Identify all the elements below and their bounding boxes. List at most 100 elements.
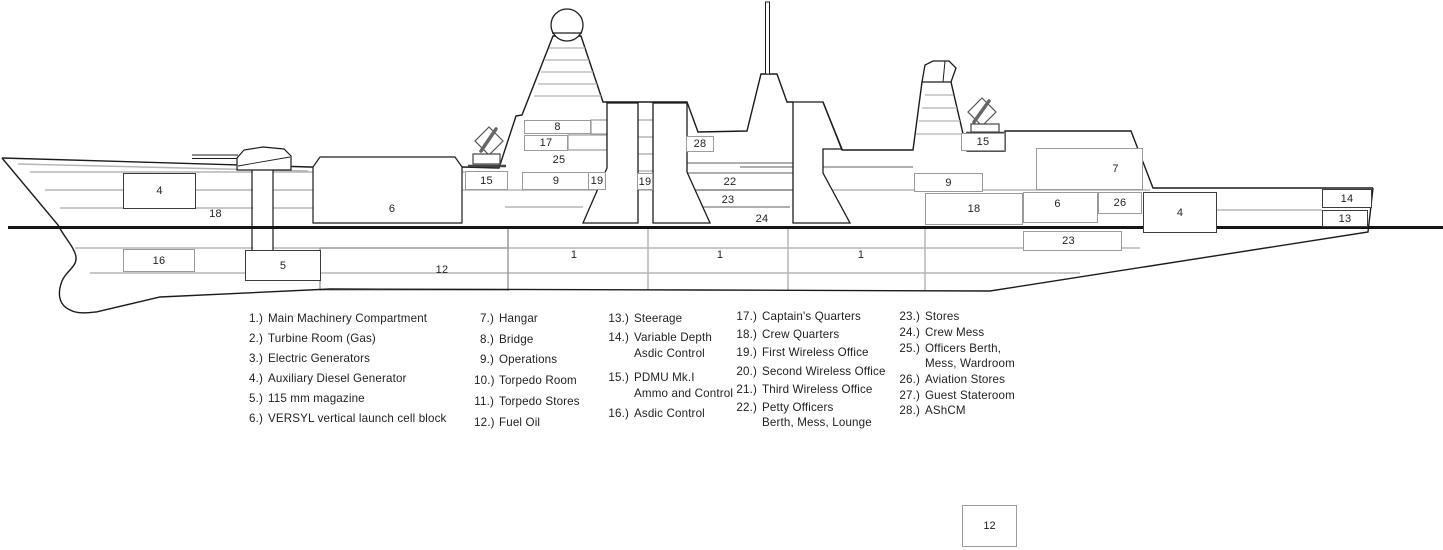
legend-item-number: 26.) — [899, 372, 920, 386]
legend-item-text: First Wireless Office — [762, 346, 869, 360]
legend-item-text: VERSYL vertical launch cell block — [268, 412, 447, 426]
compartment-number: 8 — [554, 121, 561, 133]
compartment-number: 19 — [590, 175, 604, 187]
legend-item-text: Turbine Room (Gas) — [268, 332, 376, 346]
compartment-number: 24 — [755, 213, 769, 225]
legend-item-number: 15.) — [608, 371, 629, 385]
legend-item-text: Variable Depth — [634, 331, 712, 345]
legend-item-text: Crew Quarters — [762, 328, 840, 342]
legend-item: 9.)Operations — [474, 352, 580, 367]
radome — [550, 8, 584, 42]
legend-item: 16.)Asdic Control — [605, 406, 733, 421]
compartment-number: 1 — [716, 249, 724, 261]
compartment-number: 15 — [480, 174, 493, 187]
legend-item-number: 20.) — [736, 364, 757, 378]
compartment-number: 9 — [552, 175, 560, 187]
compartment-box: 1 — [706, 247, 734, 263]
legend-item: 21.)Third Wireless Office — [733, 382, 886, 397]
compartment-box: 14 — [1322, 189, 1372, 208]
compartment-number: 6 — [1054, 197, 1061, 210]
legend-item: 23.)Stores — [898, 309, 1015, 324]
legend-item-number: 25.) — [899, 341, 920, 355]
legend-item-number: 5.) — [249, 392, 263, 406]
compartment-box: 28 — [686, 136, 714, 152]
compartment-number: 25 — [552, 153, 566, 166]
compartment-box: 19 — [637, 173, 653, 190]
legend-item-number: 11.) — [474, 394, 494, 408]
legend-item-number: 9.) — [480, 353, 494, 367]
compartment-box: 18 — [925, 193, 1023, 225]
legend-item-text: PDMU Mk.I — [634, 371, 695, 385]
compartment-number: 13 — [1338, 212, 1352, 225]
legend-item-number: 12.) — [474, 415, 495, 429]
legend-item-text: Captain's Quarters — [762, 310, 861, 323]
compartment-box: 26 — [1098, 192, 1142, 214]
legend-item: 13.)Steerage — [605, 311, 733, 326]
legend-item-text: Fuel Oil — [499, 415, 541, 429]
legend-item: 3.)Electric Generators — [247, 351, 447, 366]
compartment-number: 4 — [156, 185, 163, 197]
aft-mast-head — [921, 60, 957, 83]
legend-item-number: 18.) — [736, 328, 757, 342]
compartment-box: 12 — [428, 261, 456, 278]
compartment-box: 1 — [847, 247, 875, 263]
compartment-box: 1 — [560, 247, 588, 263]
compartment-number: 23 — [1062, 235, 1075, 247]
legend-item: 4.)Auxiliary Diesel Generator — [247, 371, 447, 386]
gun-barbette — [251, 170, 274, 250]
legend-item: 6.)VERSYL vertical launch cell block — [247, 411, 447, 426]
compartment-box: 23 — [1023, 231, 1122, 251]
legend-item-number: 19.) — [736, 346, 757, 360]
compartment-number: 6 — [388, 203, 396, 215]
gun-turret — [192, 146, 292, 171]
legend-item-number: 7.) — [480, 312, 494, 325]
deck-superstructure-profile — [1, 35, 1373, 189]
compartment-number: 26 — [1113, 197, 1127, 209]
legend-item: 27.)Guest Stateroom — [898, 388, 1015, 403]
compartment-box: 15 — [465, 171, 508, 190]
legend-item-text: Bridge — [499, 332, 534, 346]
forward-radar-director — [468, 126, 506, 168]
legend-item: 24.)Crew Mess — [898, 325, 1015, 340]
legend-item-number: 23.) — [899, 310, 920, 323]
floating-compartment-box: 12 — [962, 505, 1017, 547]
legend-item: 8.)Bridge — [474, 332, 580, 347]
compartment-number: 28 — [693, 138, 707, 150]
legend-item-text: 115 mm magazine — [268, 392, 365, 406]
legend-item-number: 3.) — [249, 352, 263, 366]
compartment-number: 14 — [1340, 192, 1354, 205]
compartment-box: 16 — [123, 249, 195, 272]
legend-item-text: Third Wireless Office — [762, 382, 873, 396]
compartment-number: 18 — [209, 208, 222, 220]
compartment-box: 6 — [1023, 192, 1098, 223]
legend-item: 18.) Crew Quarters — [733, 327, 886, 342]
legend-item-number: 2.) — [249, 332, 263, 346]
legend-item: 20.)Second Wireless Office — [733, 364, 886, 379]
legend-item: 11.)Torpedo Stores — [474, 394, 580, 409]
compartment-number: 15 — [976, 136, 990, 148]
compartment-number: 1 — [570, 249, 578, 261]
legend-item: 1.)Main Machinery Compartment — [247, 311, 447, 326]
legend-item-text: Auxiliary Diesel Generator — [268, 372, 407, 386]
compartment-box: 17 — [524, 135, 568, 151]
compartment-number: 9 — [945, 176, 952, 189]
legend-item: 19.) First Wireless Office — [733, 345, 886, 360]
uptake-trunks — [582, 101, 852, 224]
legend-item: 17.) Captain's Quarters — [733, 309, 886, 324]
legend-item-text: Aviation Stores — [925, 372, 1006, 386]
legend-item-number: 17.) — [736, 310, 757, 323]
legend-item-text-cont: Ammo and Control — [634, 386, 734, 400]
hull-underwater-outline — [1, 157, 1374, 314]
legend-item-number: 27.) — [899, 388, 920, 402]
compartment-box: 6 — [378, 200, 406, 218]
legend-item-text-cont: Mess, Wardroom — [925, 357, 1015, 370]
legend-item-text: Crew Mess — [925, 325, 985, 339]
legend-item-text: Torpedo Room — [499, 374, 577, 388]
legend-item: 12.) Fuel Oil — [474, 415, 580, 430]
